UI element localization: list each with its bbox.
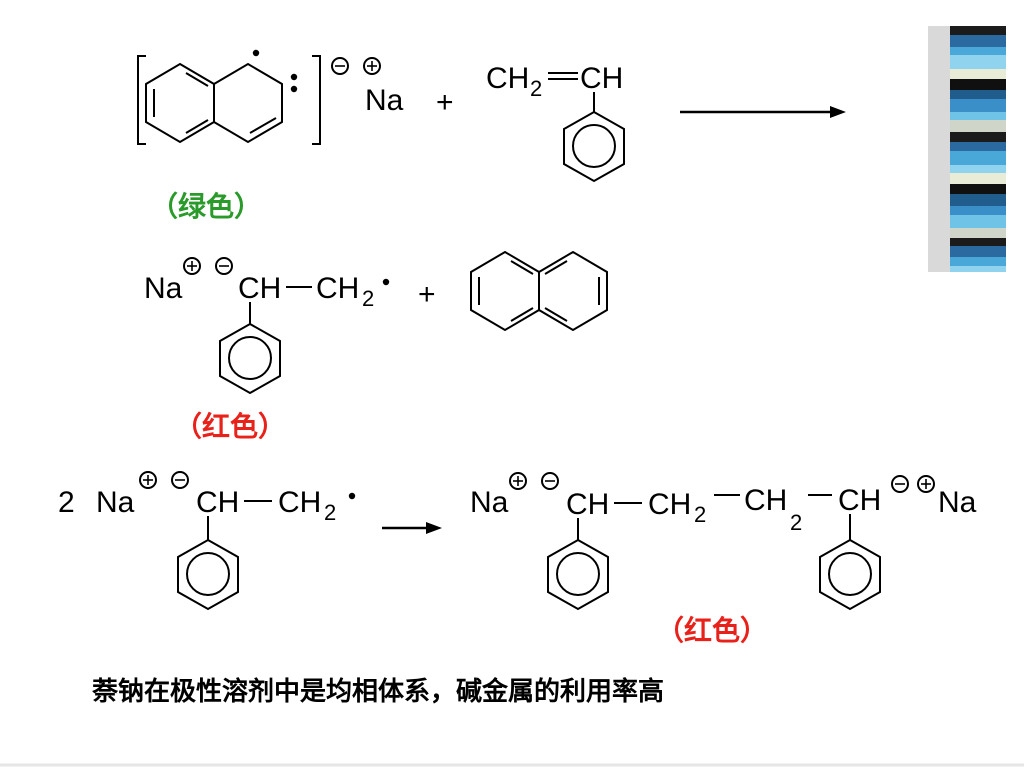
naphthalene-structure: [470, 250, 608, 332]
positive-charge: [183, 257, 201, 275]
decorative-striped-bar: [928, 26, 1006, 272]
bar-stripe: [950, 194, 1006, 206]
reaction-arrow-1: [680, 106, 846, 118]
sodium-label: Na: [938, 486, 977, 519]
red-color-note: （红色）: [656, 614, 768, 647]
sodium-label: Na: [96, 486, 135, 519]
radical-carbon-label: CH: [278, 486, 321, 519]
green-color-note: （绿色）: [150, 190, 262, 223]
positive-charge: [917, 475, 935, 493]
bar-stripe: [950, 151, 1006, 165]
stoichiometric-coefficient: 2: [58, 486, 75, 519]
bar-stripe: [950, 206, 1006, 215]
reaction-2: Na CH CH 2 + （红色）: [144, 250, 608, 443]
negative-charge: [891, 475, 909, 493]
product-ch-2: CH: [648, 488, 691, 521]
naphthalenide-structure: [145, 49, 298, 144]
bar-stripe: [950, 26, 1006, 35]
negative-charge: [171, 471, 189, 489]
bar-shadow: [928, 26, 950, 272]
radical-dot: [252, 49, 260, 57]
red-color-note: （红色）: [174, 410, 286, 443]
negative-charge: [541, 472, 559, 490]
reaction-arrow-3: [382, 522, 442, 534]
sodium-label: Na: [470, 486, 509, 519]
bar-stripe: [950, 132, 1006, 142]
bar-stripe: [950, 246, 1006, 257]
radical-carbon-label: CH: [316, 272, 359, 305]
bar-stripe: [950, 266, 1006, 272]
bar-stripe: [950, 238, 1006, 246]
sodium-label: Na: [144, 272, 183, 305]
radical-subscript: 2: [324, 500, 336, 525]
lone-pair-dot: [290, 73, 298, 81]
reaction-1: Na + CH 2 CH （绿色）: [137, 49, 846, 223]
bar-stripe: [950, 99, 1006, 112]
right-bracket: [312, 55, 321, 145]
bar-stripe: [950, 184, 1006, 194]
anion-carbon-label: CH: [238, 272, 281, 305]
styrene-structure: CH 2 CH: [486, 62, 625, 183]
bar-stripe: [950, 142, 1006, 151]
positive-charge: [363, 57, 381, 75]
bar-stripe: [950, 55, 1006, 69]
product-ch-4: CH: [838, 484, 881, 517]
negative-charge: [331, 57, 349, 75]
radical-subscript: 2: [362, 286, 374, 311]
product-subscript-1: 2: [694, 502, 706, 527]
bar-stripe: [950, 69, 1006, 79]
sodium-label: Na: [365, 84, 404, 117]
product-subscript-2: 2: [790, 510, 802, 535]
bar-stripe: [950, 215, 1006, 228]
bar-stripe: [950, 228, 1006, 238]
phenyl-ring: [219, 322, 281, 395]
caption-text: 萘钠在极性溶剂中是均相体系，碱金属的利用率高: [92, 676, 664, 707]
plus-sign: +: [418, 278, 436, 311]
styrene-ch-left: CH: [486, 62, 529, 95]
bar-stripe: [950, 35, 1006, 47]
phenyl-ring: [547, 538, 609, 611]
bar-stripe: [950, 79, 1006, 90]
bar-stripe: [950, 165, 1006, 173]
left-bracket: [137, 55, 146, 145]
negative-charge: [215, 257, 233, 275]
bar-stripe: [950, 112, 1006, 120]
radical-dot: [348, 492, 356, 500]
bar-stripe: [950, 47, 1006, 55]
bar-stripe: [950, 90, 1006, 99]
reaction-3: 2 Na CH CH 2 Na: [58, 471, 977, 647]
product-ch-3: CH: [744, 484, 787, 517]
positive-charge: [139, 471, 157, 489]
phenyl-ring: [819, 538, 881, 611]
radical-dot: [382, 278, 390, 286]
plus-sign: +: [436, 86, 454, 119]
phenyl-ring: [177, 538, 239, 611]
bar-stripe: [950, 173, 1006, 184]
lone-pair-dot: [290, 85, 298, 93]
bar-stripe: [950, 120, 1006, 132]
anion-carbon-label: CH: [196, 486, 239, 519]
bar-stripe: [950, 257, 1006, 266]
styrene-subscript: 2: [530, 76, 542, 101]
styrene-ch-right: CH: [580, 62, 623, 95]
positive-charge: [509, 472, 527, 490]
product-ch-1: CH: [566, 488, 609, 521]
